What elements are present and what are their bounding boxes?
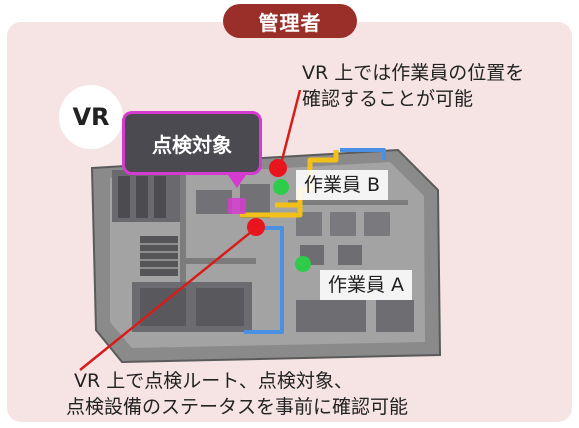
equipment-block — [330, 212, 356, 236]
worker-b-label: 作業員 B — [296, 170, 389, 200]
leader-line-worker-position — [278, 89, 302, 169]
equipment-block — [296, 300, 366, 332]
role-badge-administrator: 管理者 — [223, 4, 357, 38]
inner-wall — [186, 258, 256, 264]
inspection-target-callout-pointer — [226, 172, 248, 188]
worker-b-position-marker[interactable] — [273, 179, 289, 195]
route-note-line1: VR 上で点検ルート、点検対象、 — [74, 370, 353, 392]
equipment-block — [140, 288, 186, 326]
vr-badge: VR — [59, 85, 123, 149]
inspection-route-path — [244, 226, 284, 334]
worker-position-note-line1: VR 上では作業員の位置を — [302, 62, 525, 84]
route-point-marker[interactable] — [269, 159, 287, 177]
route-point-marker[interactable] — [247, 218, 265, 236]
storage-rack — [136, 176, 148, 218]
inspection-target-marker[interactable] — [228, 198, 246, 214]
inspection-target-callout: 点検対象 — [122, 111, 262, 175]
worker-a-label: 作業員 A — [320, 270, 413, 300]
storage-rack — [154, 176, 166, 218]
staircase — [140, 236, 178, 276]
storage-rack — [118, 176, 130, 218]
equipment-block — [338, 245, 362, 265]
equipment-block — [364, 212, 390, 236]
equipment-block — [196, 190, 232, 214]
equipment-block — [196, 288, 244, 326]
equipment-block — [376, 300, 414, 332]
worker-a-position-marker[interactable] — [295, 256, 311, 272]
leader-line-route — [79, 227, 257, 371]
worker-b-route-path — [240, 202, 303, 218]
worker-position-note-line2: 確認することが可能 — [302, 88, 474, 110]
inner-wall — [288, 200, 408, 205]
inspection-route-path — [340, 148, 386, 160]
route-note-line2: 点検設備のステータスを事前に確認可能 — [66, 396, 409, 418]
inner-wall — [180, 170, 186, 320]
